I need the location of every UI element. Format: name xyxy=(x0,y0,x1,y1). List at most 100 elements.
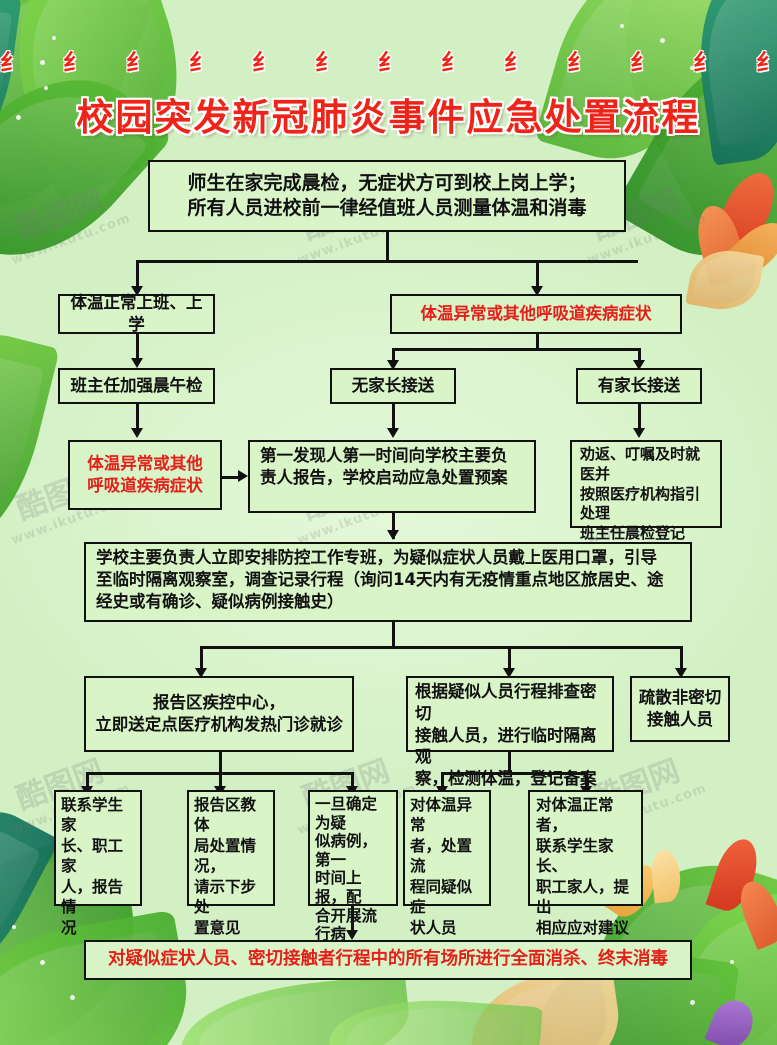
flower-petal xyxy=(717,213,777,287)
flow-box-has-guardian: 有家长接送 xyxy=(576,368,702,404)
leaf-decoration xyxy=(685,244,765,316)
flower-petal xyxy=(649,848,683,904)
flow-box-report-bureau-line4: 置意见 xyxy=(194,918,241,937)
flow-box-branch-abnormal-label: 体温异常或其他呼吸道疾病症状 xyxy=(420,304,652,324)
connector-arrow xyxy=(530,286,543,296)
connector-arrow xyxy=(194,668,207,678)
connector-arrow xyxy=(238,469,248,482)
flow-box-advise-return-line1: 劝返、叮嘱及时就医并 xyxy=(580,445,701,483)
flow-box-no-guardian: 无家长接送 xyxy=(330,368,456,404)
flow-box-teacher-check: 班主任加强晨午检 xyxy=(58,368,215,404)
connector-line xyxy=(536,334,539,350)
flow-box-report-bureau-line2: 局处置情况， xyxy=(194,836,257,876)
connector-line xyxy=(136,260,638,263)
flow-box-abnormal-symptom: 体温异常或其他 呼吸道疾病症状 xyxy=(68,440,222,510)
flow-box-normal-temp: 对体温正常者， 联系学生家长、 职工家人，提出 相应应对建议 xyxy=(528,790,643,937)
flow-box-normal-temp-line1: 对体温正常者， xyxy=(536,796,614,835)
connector-arrow xyxy=(386,360,399,370)
flow-box-report-bureau-line3: 请示下步处 xyxy=(194,877,257,917)
flow-box-contact-family-line1: 联系学生家 xyxy=(61,796,124,835)
flow-box-abnormal-temp-line1: 对体温异常 xyxy=(410,796,473,835)
flow-box-has-guardian-label: 有家长接送 xyxy=(597,376,681,396)
flow-box-report-cdc: 报告区疾控中心， 立即送定点医疗机构发热门诊就诊 xyxy=(84,676,354,752)
connector-line xyxy=(386,232,389,260)
flow-box-first-finder-line2: 责人报告，学校启动应急处置预案 xyxy=(260,467,508,487)
flow-box-report-bureau-line1: 报告区教体 xyxy=(194,796,257,835)
flow-box-advise-return: 劝返、叮嘱及时就医并 按照医疗机构指引处理 班主任晨检登记 xyxy=(570,440,722,542)
connector-line xyxy=(219,772,222,788)
flow-box-final-label: 对疑似症状人员、密切接触者行程中的所有场所进行全面消杀、终末消毒 xyxy=(108,949,668,970)
flow-box-evacuate-line2: 接触人员 xyxy=(647,710,713,729)
connector-arrow xyxy=(386,530,399,540)
connector-line xyxy=(219,752,222,772)
flow-box-evacuate-line1: 疏散非密切 xyxy=(638,688,722,708)
connector-line xyxy=(200,646,680,649)
connector-line xyxy=(136,404,139,430)
flow-box-first-finder-line1: 第一发现人第一时间向学校主要负 xyxy=(260,446,508,465)
flow-box-branch-normal: 体温正常上班、上学 xyxy=(58,293,215,334)
flow-box-abnormal-temp-line3: 程同疑似症 xyxy=(410,877,473,917)
flower-petal xyxy=(705,833,765,917)
leaf-dot xyxy=(660,38,665,43)
flow-box-trace-contacts-line1: 根据疑似人员行程排查密切 xyxy=(415,682,597,723)
connector-line xyxy=(508,646,511,670)
flow-box-report-cdc-line2: 立即送定点医疗机构发热门诊就诊 xyxy=(95,715,343,734)
connector-line xyxy=(392,404,395,430)
connector-line xyxy=(638,404,641,430)
connector-line xyxy=(392,348,640,351)
connector-arrow xyxy=(130,358,143,368)
flow-box-teacher-check-label: 班主任加强晨午检 xyxy=(70,376,203,396)
connector-line xyxy=(585,772,588,788)
connector-line xyxy=(200,646,203,670)
flow-box-branch-normal-label: 体温正常上班、上学 xyxy=(70,293,203,334)
leaf-dot xyxy=(40,960,45,965)
flow-box-normal-temp-line4: 相应应对建议 xyxy=(536,918,630,937)
flow-box-contact-family-line4: 况 xyxy=(61,918,77,937)
connector-arrow xyxy=(130,428,143,438)
leaf-dot xyxy=(620,24,624,28)
connector-arrow xyxy=(502,668,515,678)
flow-box-first-finder: 第一发现人第一时间向学校主要负 责人报告，学校启动应急处置预案 xyxy=(248,440,536,513)
flow-box-abnormal-temp-line4: 状人员 xyxy=(410,918,457,937)
connector-line xyxy=(136,334,139,360)
connector-arrow xyxy=(674,668,687,678)
leaf-decoration xyxy=(611,3,777,297)
flow-box-final: 对疑似症状人员、密切接触者行程中的所有场所进行全面消杀、终末消毒 xyxy=(84,940,692,980)
flow-box-advise-return-line3: 班主任晨检登记 xyxy=(580,524,686,543)
flow-box-contact-family-line2: 长、职工家 xyxy=(61,836,124,876)
flow-box-advise-return-line2: 按照医疗机构指引处理 xyxy=(580,484,701,523)
flow-box-abnormal-temp-line2: 者，处置流 xyxy=(410,836,473,876)
connector-line xyxy=(136,260,139,288)
leaf-dot xyxy=(12,925,16,929)
connector-line xyxy=(441,772,587,775)
flower-petal xyxy=(704,994,760,1045)
flower-petal xyxy=(732,876,777,950)
connector-line xyxy=(441,772,444,788)
connector-arrow xyxy=(632,360,645,370)
flow-box-normal-temp-line3: 职工家人，提出 xyxy=(536,877,630,917)
flow-box-school-lead-line1: 学校主要负责人立即安排防控工作专班，为疑似症状人员戴上医用口罩，引导 xyxy=(96,548,657,567)
flow-box-abnormal-symptom-line1: 体温异常或其他 xyxy=(87,454,203,474)
flow-box-abnormal-symptom-line2: 呼吸道疾病症状 xyxy=(87,476,203,495)
flow-box-contact-family: 联系学生家 长、职工家 人，报告情 况 xyxy=(54,790,142,937)
flow-box-suspected-case-line3: 时间上报，配 xyxy=(315,869,362,906)
connector-arrow xyxy=(632,428,645,438)
flow-box-start-line1: 师生在家完成晨检，无症状方可到校上岗上学； xyxy=(187,171,587,194)
connector-arrow xyxy=(345,930,358,940)
connector-line xyxy=(392,513,395,539)
connector-line xyxy=(508,752,511,772)
leaf-dot xyxy=(52,36,56,40)
leaf-decoration xyxy=(175,973,415,1045)
connector-line xyxy=(680,646,683,670)
flow-box-contact-family-line3: 人，报告情 xyxy=(61,877,124,917)
flow-box-branch-abnormal: 体温异常或其他呼吸道疾病症状 xyxy=(390,294,682,334)
flow-box-start-line2: 所有人员进校前一律经值班人员测量体温和消毒 xyxy=(187,197,587,219)
flow-box-school-lead-line3: 经史或有确诊、疑似病例接触史） xyxy=(96,591,344,611)
connector-line xyxy=(392,622,395,646)
connector-line xyxy=(638,348,641,362)
flow-box-report-cdc-line1: 报告区疾控中心， xyxy=(153,693,285,713)
connector-line xyxy=(351,772,354,788)
flow-box-evacuate: 疏散非密切 接触人员 xyxy=(630,676,730,742)
page-title: 校园突发新冠肺炎事件应急处置流程 xyxy=(76,96,701,139)
